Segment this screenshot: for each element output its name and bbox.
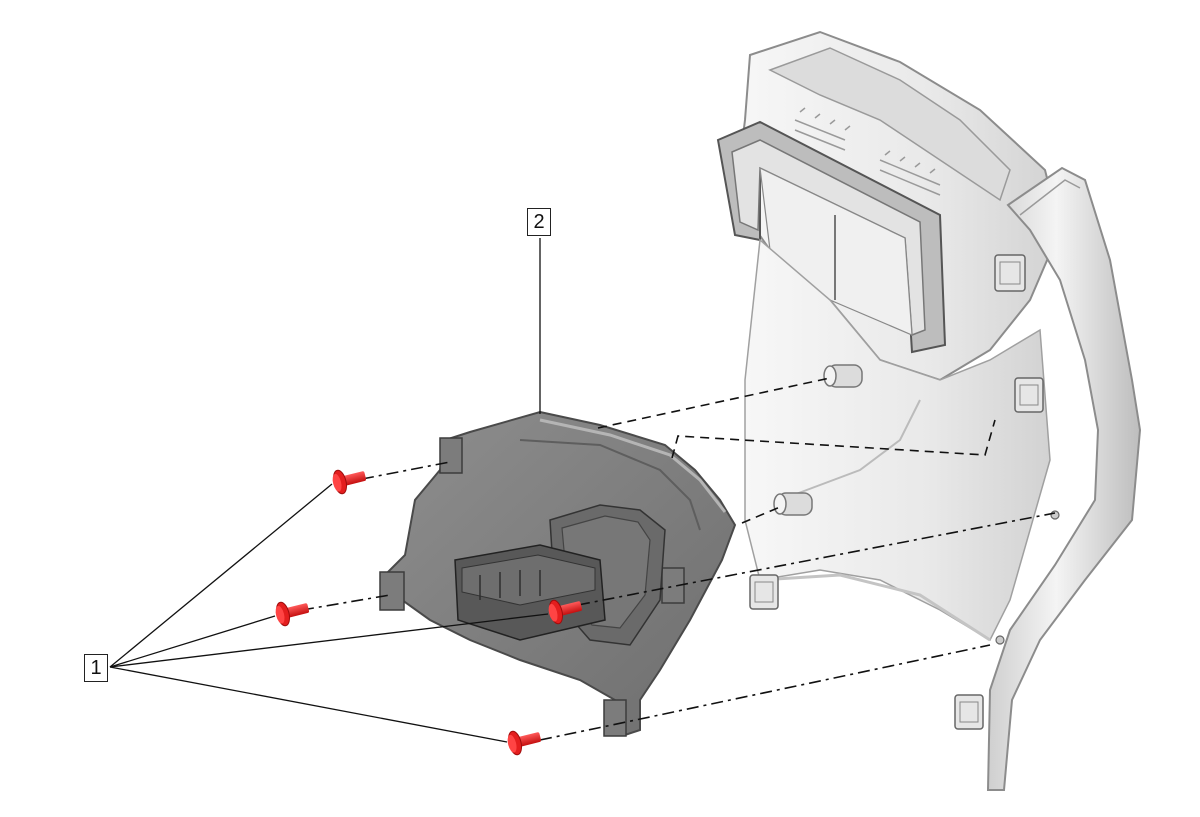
bracket-assembly [379, 410, 737, 737]
trim-panel [716, 30, 1142, 791]
fastener-screw [332, 469, 367, 495]
fastener-screw [548, 599, 583, 625]
fastener-screw [275, 601, 310, 627]
fastener-screw [507, 730, 542, 756]
alignment-lines-dashed [597, 377, 996, 524]
alignment-lines [301, 461, 1056, 741]
leader-lines [109, 238, 549, 743]
fastener-group [275, 469, 583, 756]
callout-1-label: 1 [84, 654, 108, 682]
callout-2-label: 2 [527, 208, 551, 236]
